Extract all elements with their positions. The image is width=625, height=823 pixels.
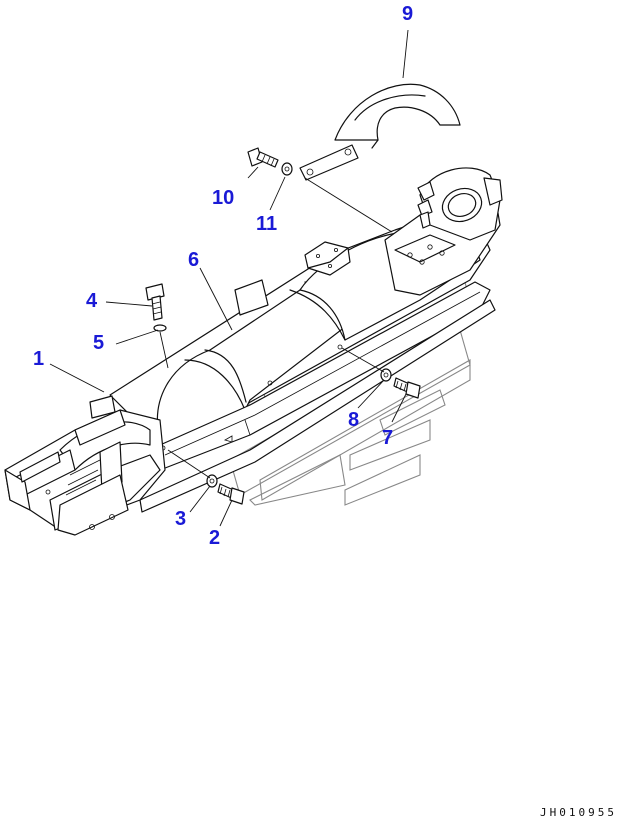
callout-8: 8 (348, 409, 359, 431)
bolt-2 (217, 483, 245, 505)
bolt-4 (145, 283, 165, 321)
callout-1: 1 (33, 348, 44, 370)
leader-lines (49, 29, 409, 527)
callout-9: 9 (402, 3, 413, 25)
callout-4: 4 (86, 290, 98, 312)
front-fork (4, 395, 166, 536)
callout-3: 3 (175, 508, 186, 530)
bearing-bracket (384, 167, 503, 296)
document-id: JH010955 (540, 806, 617, 819)
callout-2: 2 (209, 527, 220, 549)
washer-11 (281, 162, 293, 176)
callout-10: 10 (212, 187, 234, 209)
callout-11: 11 (256, 213, 277, 235)
washer-5 (153, 324, 167, 332)
cover-tab (234, 279, 269, 316)
bolt-10 (247, 147, 279, 168)
fender-guard (299, 83, 461, 181)
callout-labels: 9 10 11 6 4 5 1 8 7 3 2 (33, 3, 413, 549)
callout-7: 7 (382, 427, 393, 449)
top-plate (304, 241, 351, 276)
callout-5: 5 (93, 332, 104, 354)
callout-6: 6 (188, 249, 199, 271)
bolt-7 (393, 377, 421, 399)
